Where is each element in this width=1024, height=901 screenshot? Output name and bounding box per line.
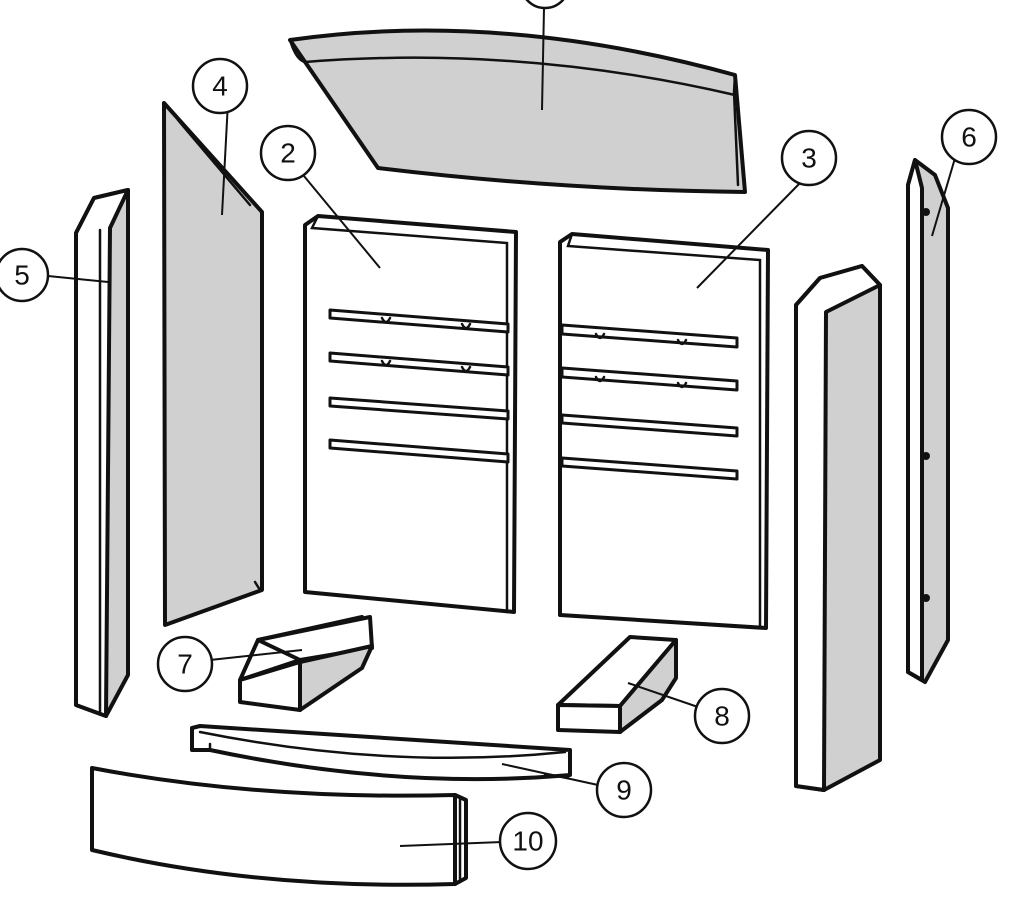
callout-8-label: 8 (714, 701, 730, 732)
callout-3-label: 3 (801, 143, 817, 174)
callout-5-label: 5 (14, 260, 30, 291)
callout-4: 4 (191, 57, 249, 115)
leader-lines (47, 7, 959, 847)
part-9-front-bar (190, 724, 572, 782)
part-4-left-side-panel (162, 101, 264, 627)
part-7-left-floor-brick (238, 615, 374, 712)
callout-10: 10 (498, 811, 558, 871)
part-2-left-back-panel (303, 214, 518, 614)
callout-1 (525, 0, 565, 10)
part-3-right-back-panel (558, 232, 770, 630)
part-10-front-lintel (90, 766, 468, 887)
callout-5: 5 (0, 247, 50, 303)
callout-6-label: 6 (961, 122, 977, 153)
callout-7-label: 7 (177, 649, 193, 680)
part-8-right-floor-brick (556, 635, 678, 734)
callout-6: 6 (940, 108, 998, 166)
callout-8: 8 (693, 687, 751, 745)
callout-3: 3 (780, 129, 838, 187)
callout-4-label: 4 (212, 71, 228, 102)
part-6-right-strip (906, 158, 950, 684)
callout-9-label: 9 (616, 775, 632, 806)
callout-7: 7 (156, 635, 214, 693)
callout-2-label: 2 (280, 138, 296, 169)
right-front-pillar (794, 264, 882, 792)
part-5-left-pillar (74, 188, 130, 718)
callout-2: 2 (259, 124, 317, 182)
callout-9: 9 (595, 761, 653, 819)
callout-10-label: 10 (512, 826, 543, 857)
part-1-top-baffle (288, 28, 747, 194)
